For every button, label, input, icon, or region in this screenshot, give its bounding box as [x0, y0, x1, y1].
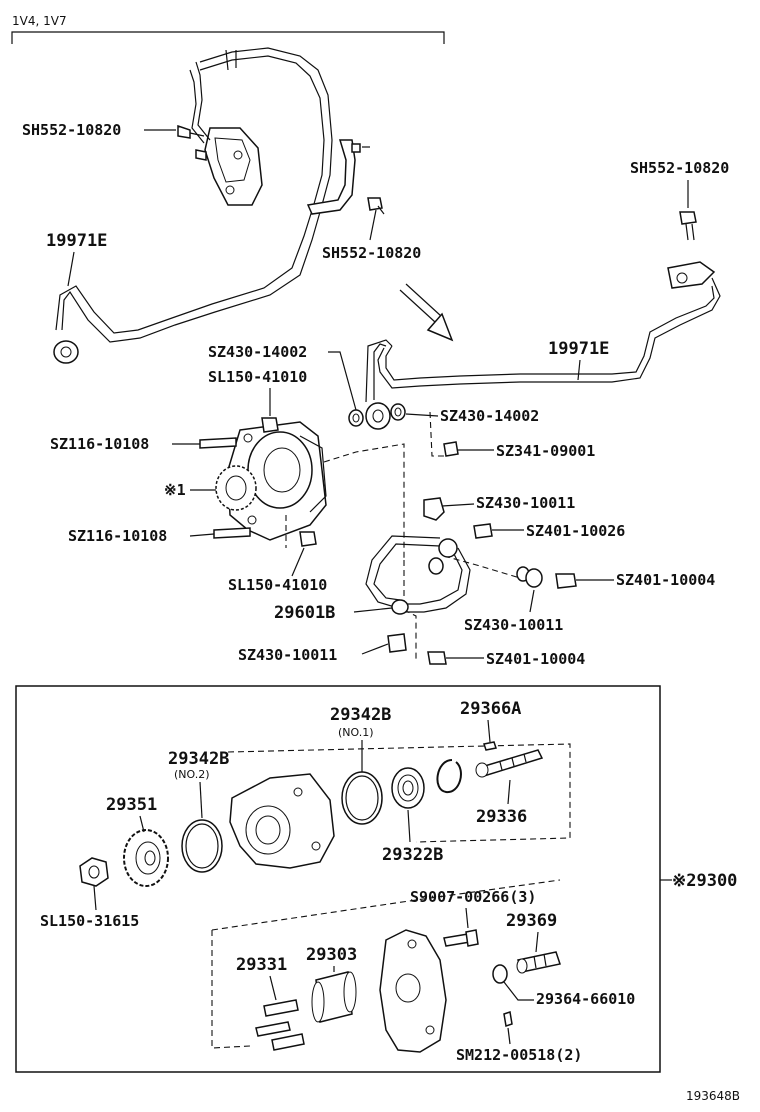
label-vane: 29331	[236, 955, 287, 975]
drive-shaft-icon	[475, 749, 544, 778]
label-assembly: ※29300	[672, 871, 737, 891]
label-gasket-b1: SZ430-10011	[476, 494, 575, 512]
check-valve-icon	[516, 951, 561, 974]
label-nut-top: SL150-41010	[208, 368, 307, 386]
label-oring-small: 29364-66010	[536, 990, 635, 1008]
rotor-icon	[311, 971, 357, 1023]
label-hose-left: 19971E	[46, 231, 107, 251]
rear-housing-icon	[379, 929, 447, 1053]
label-bolt-top-left: SH552-10820	[22, 121, 121, 139]
label-gasket-b3: SZ430-10011	[238, 646, 337, 664]
label-gear: 29351	[106, 795, 157, 815]
label-bearing: 29322B	[382, 845, 443, 865]
label-oring-no2-note: (NO.2)	[174, 768, 210, 781]
screw-icon	[443, 929, 479, 947]
label-stud-top: SZ116-10108	[50, 435, 149, 453]
label-stud-bottom: SZ116-10108	[68, 527, 167, 545]
model-label: 1V4, 1V7	[12, 14, 67, 28]
label-nut-bottom: SL150-41010	[228, 576, 327, 594]
figure-code: 193648B	[686, 1089, 740, 1103]
direction-arrow-icon	[399, 283, 454, 342]
bracket-left	[189, 61, 263, 206]
label-oring-no2: 29342B	[168, 749, 229, 769]
small-oring-icon	[492, 964, 508, 984]
label-bolt-top-right: SH552-10820	[630, 159, 729, 177]
snap-ring-icon	[436, 759, 462, 794]
gasket-icon	[348, 402, 406, 430]
gear-nut-icon	[79, 857, 109, 887]
pin-icon	[503, 1011, 513, 1027]
label-bolt-top-mid: SH552-10820	[322, 244, 421, 262]
key-icon	[483, 741, 497, 751]
bearing-icon	[391, 767, 425, 809]
label-gasket-a2: SZ430-14002	[440, 407, 539, 425]
gasket-set-icon	[387, 441, 577, 665]
label-hose-right: 19971E	[548, 339, 609, 359]
upper-labels: SH552-10820 SH552-10820 SH552-10820 1997…	[22, 121, 729, 668]
label-shaft: 29336	[476, 807, 527, 827]
model-bracket: 1V4, 1V7	[11, 14, 445, 44]
label-nut-m: SZ341-09001	[496, 442, 595, 460]
lower-labels: 29342B (NO.1) 29366A 29342B (NO.2) 29351…	[40, 699, 635, 1064]
vacuum-pump	[199, 417, 327, 547]
hose-left	[53, 47, 356, 364]
exploded-frames	[211, 743, 571, 1049]
assembly-ref: ※29300	[660, 871, 737, 891]
label-oring-no1-note: (NO.1)	[338, 726, 374, 739]
bolt-right-icon	[679, 180, 697, 241]
label-rotor: 29303	[306, 945, 357, 965]
vane-icon	[255, 999, 305, 1051]
label-gasket-b2: SZ430-10011	[464, 616, 563, 634]
label-ref-mark: ※1	[164, 481, 186, 499]
drive-gear-icon	[123, 829, 169, 887]
label-nut-gear: SL150-31615	[40, 912, 139, 930]
label-screw: S9007-00266(3)	[410, 888, 536, 906]
label-key: 29366A	[460, 699, 521, 719]
label-check-valve: 29369	[506, 911, 557, 931]
bolt-icon	[177, 124, 385, 215]
label-bolt-union3: SZ401-10004	[486, 650, 585, 668]
hose-right	[365, 261, 721, 403]
vacuum-pipe	[365, 535, 471, 615]
label-pin: SM212-00518(2)	[456, 1046, 582, 1064]
label-bolt-union2: SZ401-10004	[616, 571, 715, 589]
label-oring-no1: 29342B	[330, 705, 391, 725]
label-gasket-a1: SZ430-14002	[208, 343, 307, 361]
oring-no1-icon	[341, 771, 383, 825]
pump-housing-icon	[229, 773, 335, 869]
oring-no2-icon	[181, 819, 223, 873]
assembly-box	[15, 685, 661, 1073]
label-bolt-union1: SZ401-10026	[526, 522, 625, 540]
label-pipe: 29601B	[274, 603, 335, 623]
